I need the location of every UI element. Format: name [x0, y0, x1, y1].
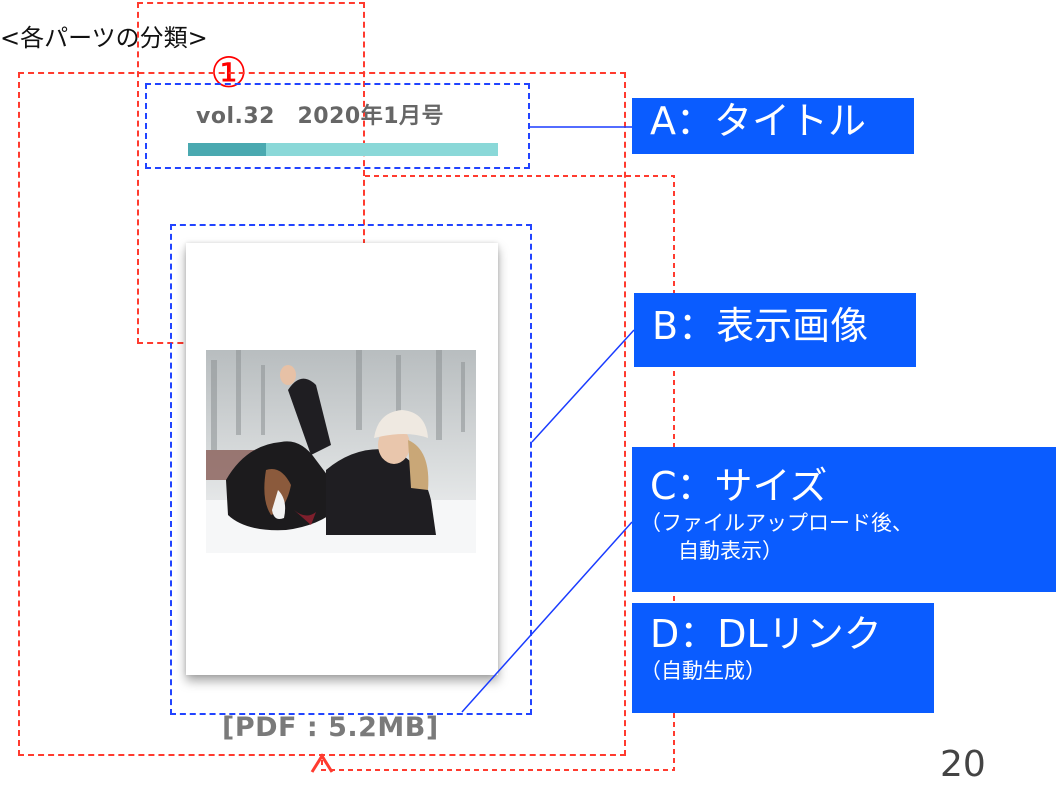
- blue-dashed-box-image: [170, 224, 532, 715]
- diagram-heading: <各パーツの分類>: [0, 24, 208, 52]
- title-underline-bar-accent: [188, 143, 266, 156]
- label-b-image: B：表示画像: [634, 293, 916, 367]
- label-c-text: C：サイズ: [650, 464, 828, 508]
- page-number: 20: [940, 744, 986, 785]
- label-b-text: B：表示画像: [652, 304, 869, 348]
- label-c-note-2: 自動表示）: [678, 539, 783, 564]
- label-d-text: D：DLリンク: [650, 612, 882, 656]
- cover-photo: [206, 350, 476, 553]
- woman-and-dog-in-snow-photo: [206, 350, 476, 553]
- label-d-note: （自動生成）: [640, 658, 766, 683]
- issue-title: vol.32 2020年1月号: [196, 104, 445, 129]
- red-dashed-return-path: [321, 175, 675, 771]
- file-size-download-link[interactable]: [PDF : 5.2MB]: [222, 712, 439, 743]
- label-d-download-link: D：DLリンク （自動生成）: [632, 603, 934, 713]
- blue-dashed-box-title: [145, 83, 530, 169]
- connector-b: [531, 329, 635, 443]
- label-c-size: C：サイズ （ファイルアップロード後、 自動表示）: [632, 447, 1056, 592]
- label-a-text: A：タイトル: [650, 99, 866, 143]
- connector-cd: [461, 521, 633, 713]
- label-c-note-1: （ファイルアップロード後、: [640, 510, 913, 535]
- red-up-arrow-icon: [310, 753, 334, 773]
- label-a-title: A：タイトル: [632, 98, 914, 154]
- title-underline-bar: [188, 143, 498, 156]
